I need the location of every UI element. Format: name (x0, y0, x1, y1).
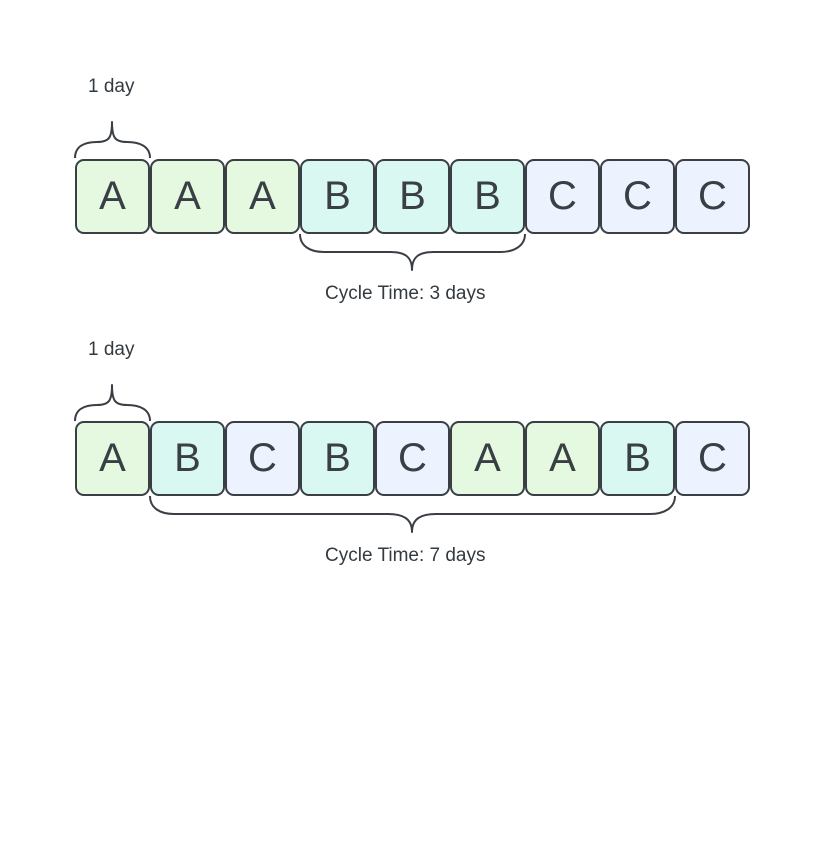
label-one-day-top: 1 day (88, 76, 135, 97)
task-cell-b: B (375, 159, 450, 234)
task-cell-a: A (150, 159, 225, 234)
task-cell-c: C (675, 421, 750, 496)
task-cell-c: C (375, 421, 450, 496)
task-cell-a: A (75, 421, 150, 496)
task-cell-b: B (300, 159, 375, 234)
task-cell-a: A (450, 421, 525, 496)
label-cycle-time-bottom: Cycle Time: 7 days (325, 545, 486, 566)
label-cycle-time-top: Cycle Time: 3 days (325, 283, 486, 304)
task-cell-b: B (450, 159, 525, 234)
task-cell-c: C (525, 159, 600, 234)
brace-one-day-bottom (74, 384, 151, 422)
brace-cycle-time-bottom (149, 495, 676, 533)
brace-one-day-top (74, 121, 151, 159)
label-one-day-bottom: 1 day (88, 339, 135, 360)
task-cell-a: A (525, 421, 600, 496)
task-cell-c: C (675, 159, 750, 234)
task-cell-b: B (150, 421, 225, 496)
brace-cycle-time-top (299, 233, 526, 271)
task-cell-a: A (75, 159, 150, 234)
task-cell-b: B (300, 421, 375, 496)
task-cell-b: B (600, 421, 675, 496)
task-cell-c: C (225, 421, 300, 496)
task-cell-a: A (225, 159, 300, 234)
task-cell-c: C (600, 159, 675, 234)
